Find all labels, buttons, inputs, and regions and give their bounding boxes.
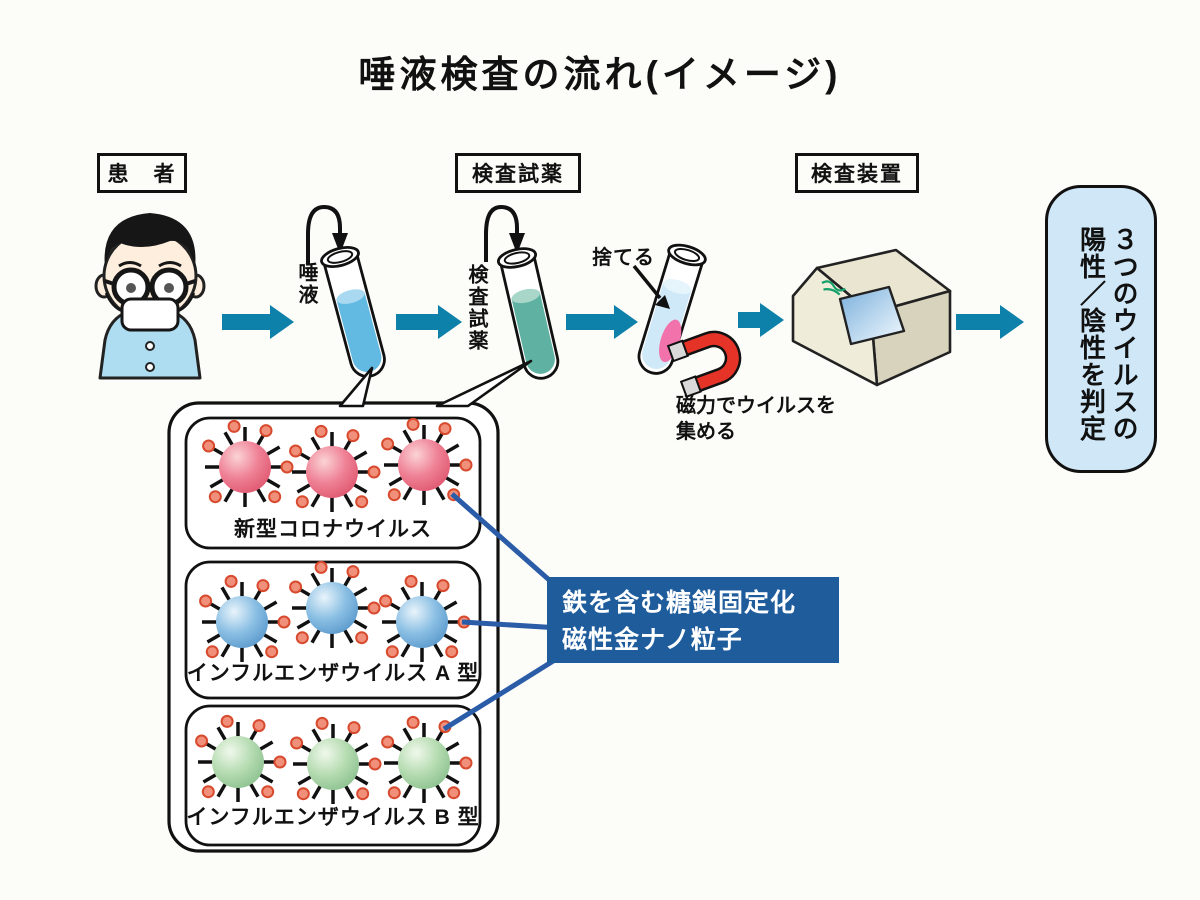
saliva-tube-icon bbox=[318, 242, 390, 382]
result-box: ３つのウイルスの 陽性／陰性を判定 bbox=[1045, 185, 1157, 473]
virus-particle-icon bbox=[381, 417, 473, 507]
patient-icon bbox=[94, 213, 206, 380]
annotation-magnet-note: 磁力でウイルスを 集める bbox=[676, 393, 876, 445]
virus-particle-icon bbox=[289, 560, 381, 650]
flow-arrow-icon bbox=[956, 305, 1024, 339]
reagent-tube-icon bbox=[495, 244, 563, 384]
virus-particle-icon bbox=[381, 715, 473, 805]
annotation-reagent: 検査試薬 bbox=[465, 264, 487, 352]
flow-arrow-icon bbox=[738, 303, 784, 337]
flow-arrows bbox=[222, 303, 1024, 339]
flow-arrow-icon bbox=[566, 305, 638, 339]
flow-arrow-icon bbox=[396, 305, 462, 339]
test-analyzer-icon bbox=[791, 248, 952, 387]
magnet-note-line1: 磁力でウイルスを bbox=[676, 395, 836, 417]
virus-particle-icon bbox=[289, 424, 381, 514]
virus-particle-icon bbox=[290, 716, 382, 806]
corona-virus-group bbox=[202, 417, 473, 514]
horseshoe-magnet-icon bbox=[666, 330, 742, 398]
label-device: 検査装置 bbox=[795, 153, 919, 193]
label-influenza-a: インフルエンザウイルス A 型 bbox=[186, 662, 480, 685]
label-reagent: 検査試薬 bbox=[455, 153, 581, 193]
influenza-a-virus-group bbox=[199, 560, 471, 664]
label-influenza-b: インフルエンザウイルス B 型 bbox=[186, 806, 480, 829]
virus-particle-icon bbox=[195, 714, 287, 804]
annotation-saliva: 唾液 bbox=[295, 262, 317, 306]
virus-particle-icon bbox=[202, 419, 294, 509]
result-box-line1: ３つのウイルスの bbox=[1109, 226, 1139, 442]
discard-arrow-icon bbox=[632, 264, 670, 309]
flow-arrow-icon bbox=[222, 305, 294, 339]
label-patient: 患 者 bbox=[97, 153, 187, 193]
result-box-line2: 陽性／陰性を判定 bbox=[1076, 226, 1107, 442]
influenza-b-virus-group bbox=[195, 714, 473, 806]
virus-particle-icon bbox=[379, 574, 471, 664]
page-title: 唾液検査の流れ(イメージ) bbox=[358, 54, 842, 95]
nanoparticle-connector-lines bbox=[442, 492, 567, 732]
label-corona-virus: 新型コロナウイルス bbox=[234, 518, 432, 541]
nanoparticle-label-line2: 磁性金ナノ粒子 bbox=[562, 626, 743, 654]
nanoparticle-label-box: 鉄を含む糖鎖固定化 磁性金ナノ粒子 bbox=[547, 577, 839, 663]
nanoparticle-label-line1: 鉄を含む糖鎖固定化 bbox=[562, 589, 797, 617]
mask-icon bbox=[104, 292, 196, 332]
magnet-note-line2: 集める bbox=[676, 421, 736, 443]
annotation-discard: 捨てる bbox=[592, 247, 655, 269]
pour-arrows bbox=[306, 204, 525, 264]
virus-particle-icon bbox=[199, 574, 291, 664]
device-logo-mark bbox=[821, 280, 846, 296]
